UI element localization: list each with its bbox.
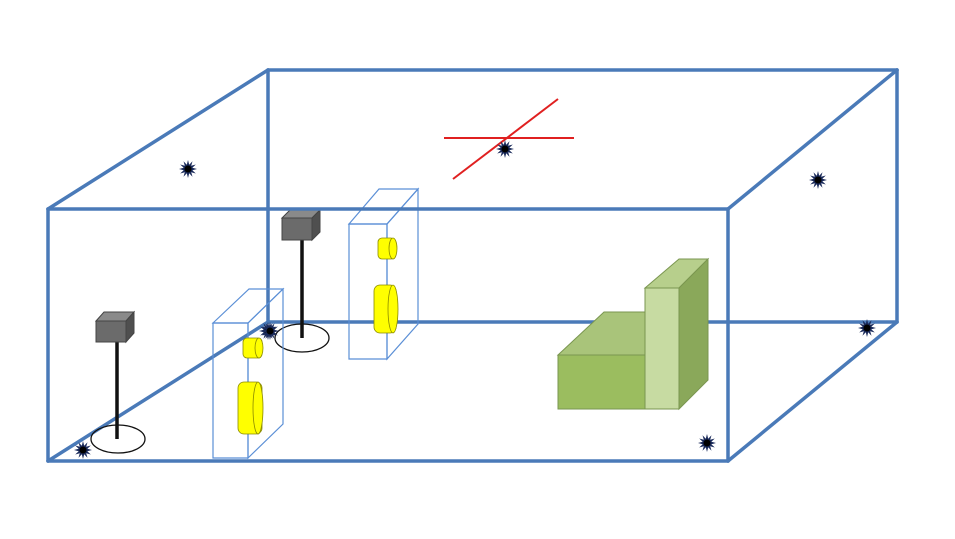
sensor-icon — [261, 322, 279, 340]
sensor-icon — [496, 140, 514, 158]
room-back-edges — [46, 68, 899, 463]
crosshair-icon — [444, 98, 574, 180]
woofer-front — [237, 381, 264, 435]
sensor-icon — [698, 434, 716, 452]
speaker-front — [211, 287, 285, 460]
microphone-front — [90, 310, 146, 454]
sensor-icon — [179, 160, 197, 178]
sensor-icon — [74, 441, 92, 459]
speaker-back — [347, 187, 420, 361]
sensor-icon — [809, 171, 827, 189]
tweeter-front — [242, 337, 264, 359]
sensor-group — [74, 140, 876, 459]
sofa — [556, 257, 710, 411]
woofer-back — [373, 284, 399, 334]
room-front-edges — [46, 68, 899, 463]
microphone-back — [274, 208, 330, 353]
tweeter-back — [377, 237, 398, 260]
sensor-icon — [858, 319, 876, 337]
